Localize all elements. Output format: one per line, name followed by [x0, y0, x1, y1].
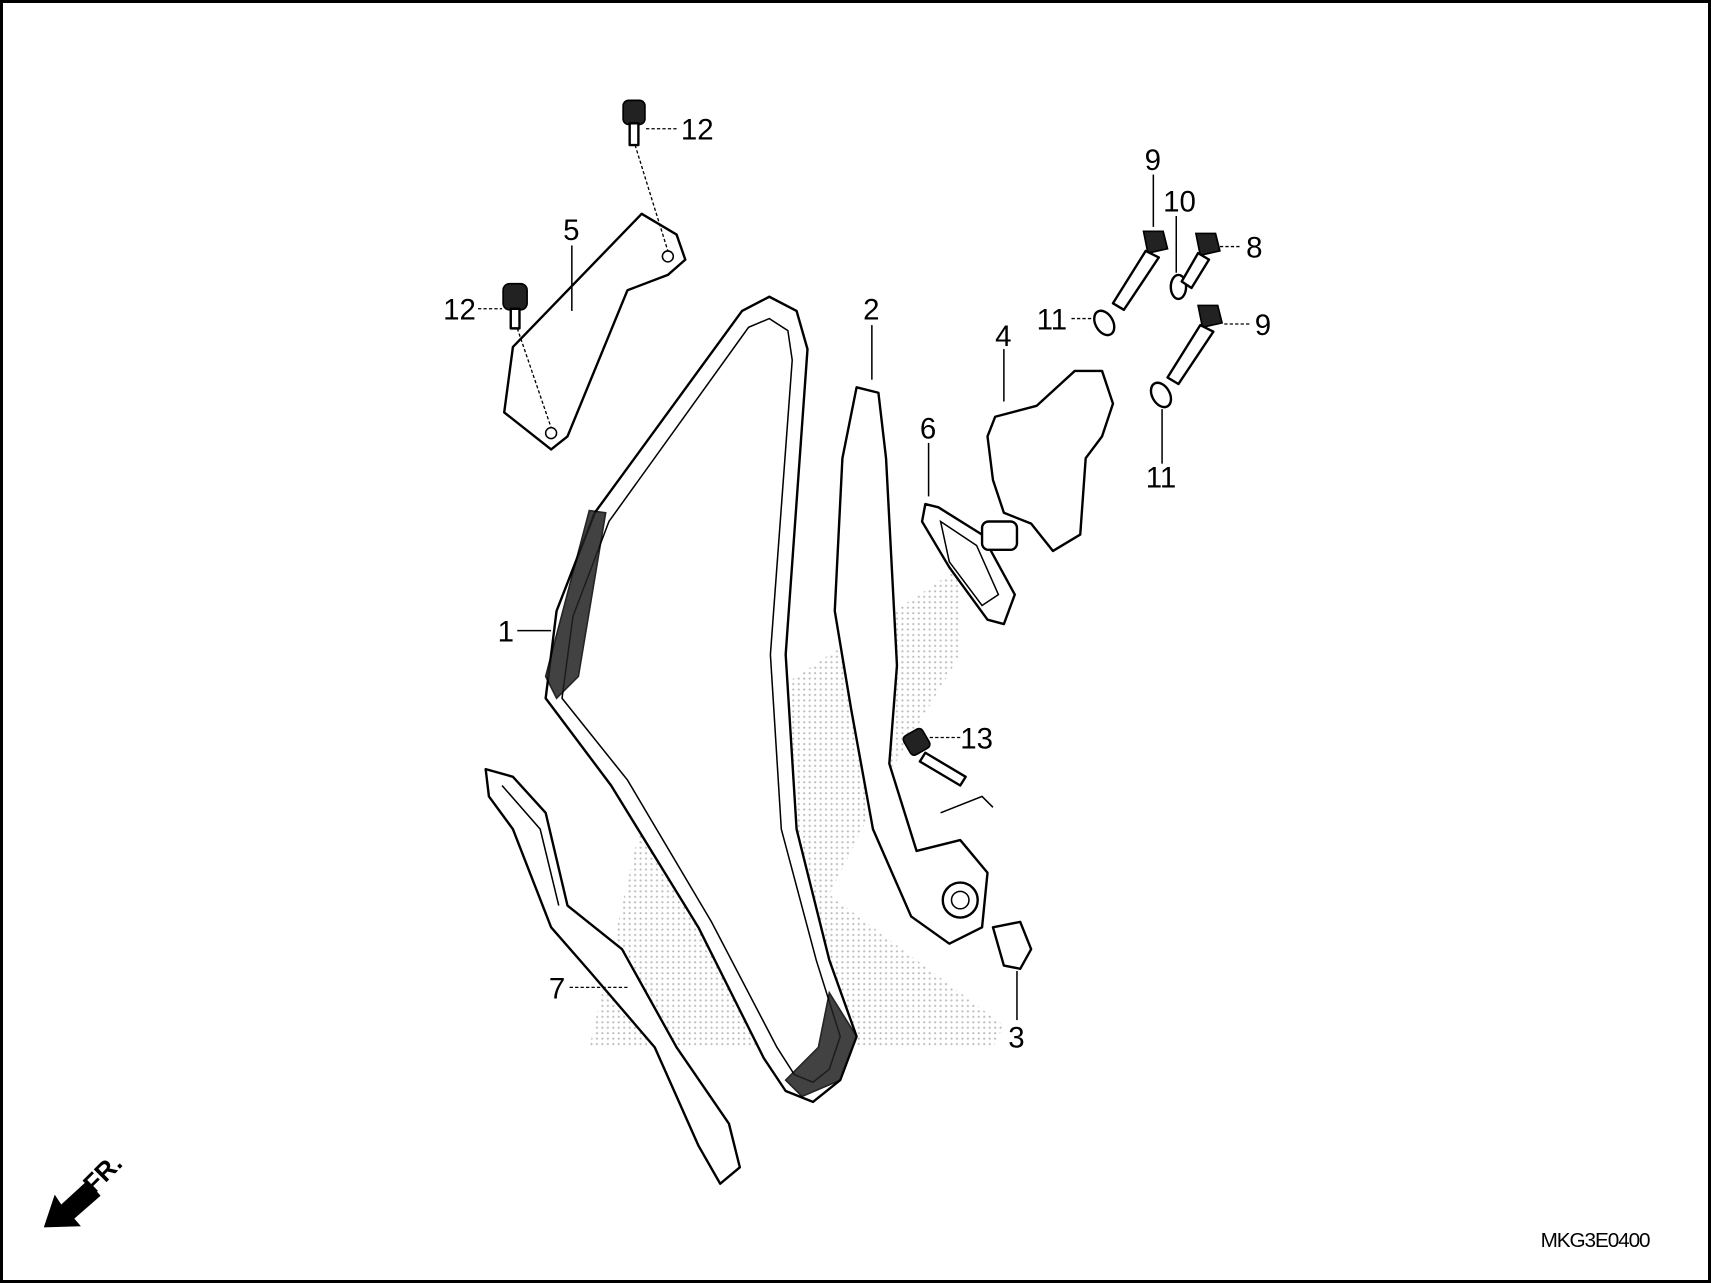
washer-11-upper: [1093, 309, 1116, 337]
callout-13: 13: [960, 722, 993, 755]
callout-2: 2: [863, 294, 879, 327]
bolt-13: [902, 727, 967, 787]
part-3-collar: [991, 920, 1033, 970]
callout-11: 11: [1146, 462, 1177, 495]
callout-9: 9: [1255, 309, 1271, 342]
callout-3: 3: [1008, 1021, 1024, 1054]
callout-7: 7: [549, 972, 565, 1005]
callout-8: 8: [1246, 231, 1262, 264]
bolt-12-upper: [622, 99, 646, 147]
part-1-cam-chain: [544, 295, 858, 1104]
callout-11: 11: [1037, 303, 1068, 336]
callout-1: 1: [498, 616, 514, 649]
bolt-8: [1180, 232, 1221, 290]
front-direction-arrow-icon: FR.: [43, 1148, 128, 1228]
callout-12: 12: [443, 294, 476, 327]
part-6-gasket: [920, 502, 1016, 626]
part-4-tensioner-lifter: [980, 369, 1115, 553]
callout-9: 9: [1145, 144, 1161, 177]
part-5-plate: [503, 212, 687, 451]
callout-4: 4: [995, 320, 1011, 353]
part-2-tensioner-arm: [833, 386, 989, 945]
callout-6: 6: [920, 413, 936, 446]
bolt-12-left: [502, 282, 528, 330]
honda-watermark: [589, 567, 1004, 1048]
bolt-9-upper: [1111, 230, 1169, 312]
diagram-code: MKG3E0400: [1541, 1229, 1650, 1252]
washer-11-lower: [1149, 381, 1173, 409]
bolt-9-lower: [1166, 304, 1224, 386]
callout-10: 10: [1163, 186, 1196, 219]
leader-lines: [478, 128, 1250, 1021]
callout-12: 12: [681, 114, 714, 147]
part-7-chain-guide: [484, 767, 742, 1185]
callout-5: 5: [563, 214, 579, 247]
